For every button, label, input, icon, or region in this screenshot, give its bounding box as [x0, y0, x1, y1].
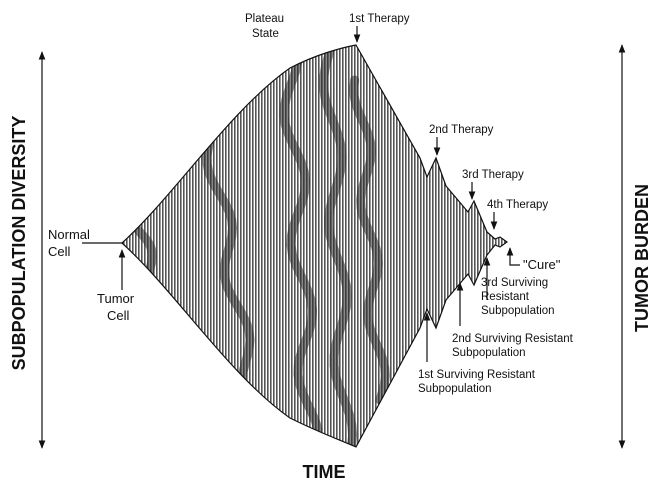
- therapy-3-label: 3rd Therapy: [462, 169, 524, 181]
- right-axis-title: TUMOR BURDEN: [632, 184, 652, 332]
- therapy-2-label: 2nd Therapy: [429, 124, 494, 136]
- left-axis-title: SUBPOPULATION DIVERSITY: [9, 116, 29, 371]
- resistant-2-label-a: 2nd Surviving Resistant: [452, 333, 574, 345]
- bottom-axis-title: TIME: [303, 462, 346, 482]
- resistant-1-label-a: 1st Surviving Resistant: [418, 369, 536, 381]
- resistant-3-label-c: Subpopulation: [481, 305, 555, 317]
- right-axis: TUMOR BURDEN: [622, 45, 652, 448]
- resistant-3-label-b: Resistant: [481, 291, 530, 303]
- cure-label: "Cure": [523, 257, 561, 272]
- normal-cell-label-2: Cell: [48, 244, 71, 259]
- cure-arrow: [510, 248, 520, 265]
- therapy-1-label: 1st Therapy: [349, 13, 410, 25]
- tumor-cell-label-1: Tumor: [97, 291, 135, 306]
- resistant-1-label-b: Subpopulation: [418, 383, 492, 395]
- plateau-label-1: Plateau: [245, 13, 284, 25]
- resistant-3-label-a: 3rd Surviving: [481, 277, 548, 289]
- normal-cell-label-1: Normal: [48, 227, 90, 242]
- therapy-4-label: 4th Therapy: [487, 199, 548, 211]
- plateau-label-2: State: [252, 28, 279, 40]
- left-axis: SUBPOPULATION DIVERSITY: [9, 52, 42, 448]
- tumor-cell-label-2: Cell: [107, 308, 130, 323]
- resistant-2-label-b: Subpopulation: [452, 347, 526, 359]
